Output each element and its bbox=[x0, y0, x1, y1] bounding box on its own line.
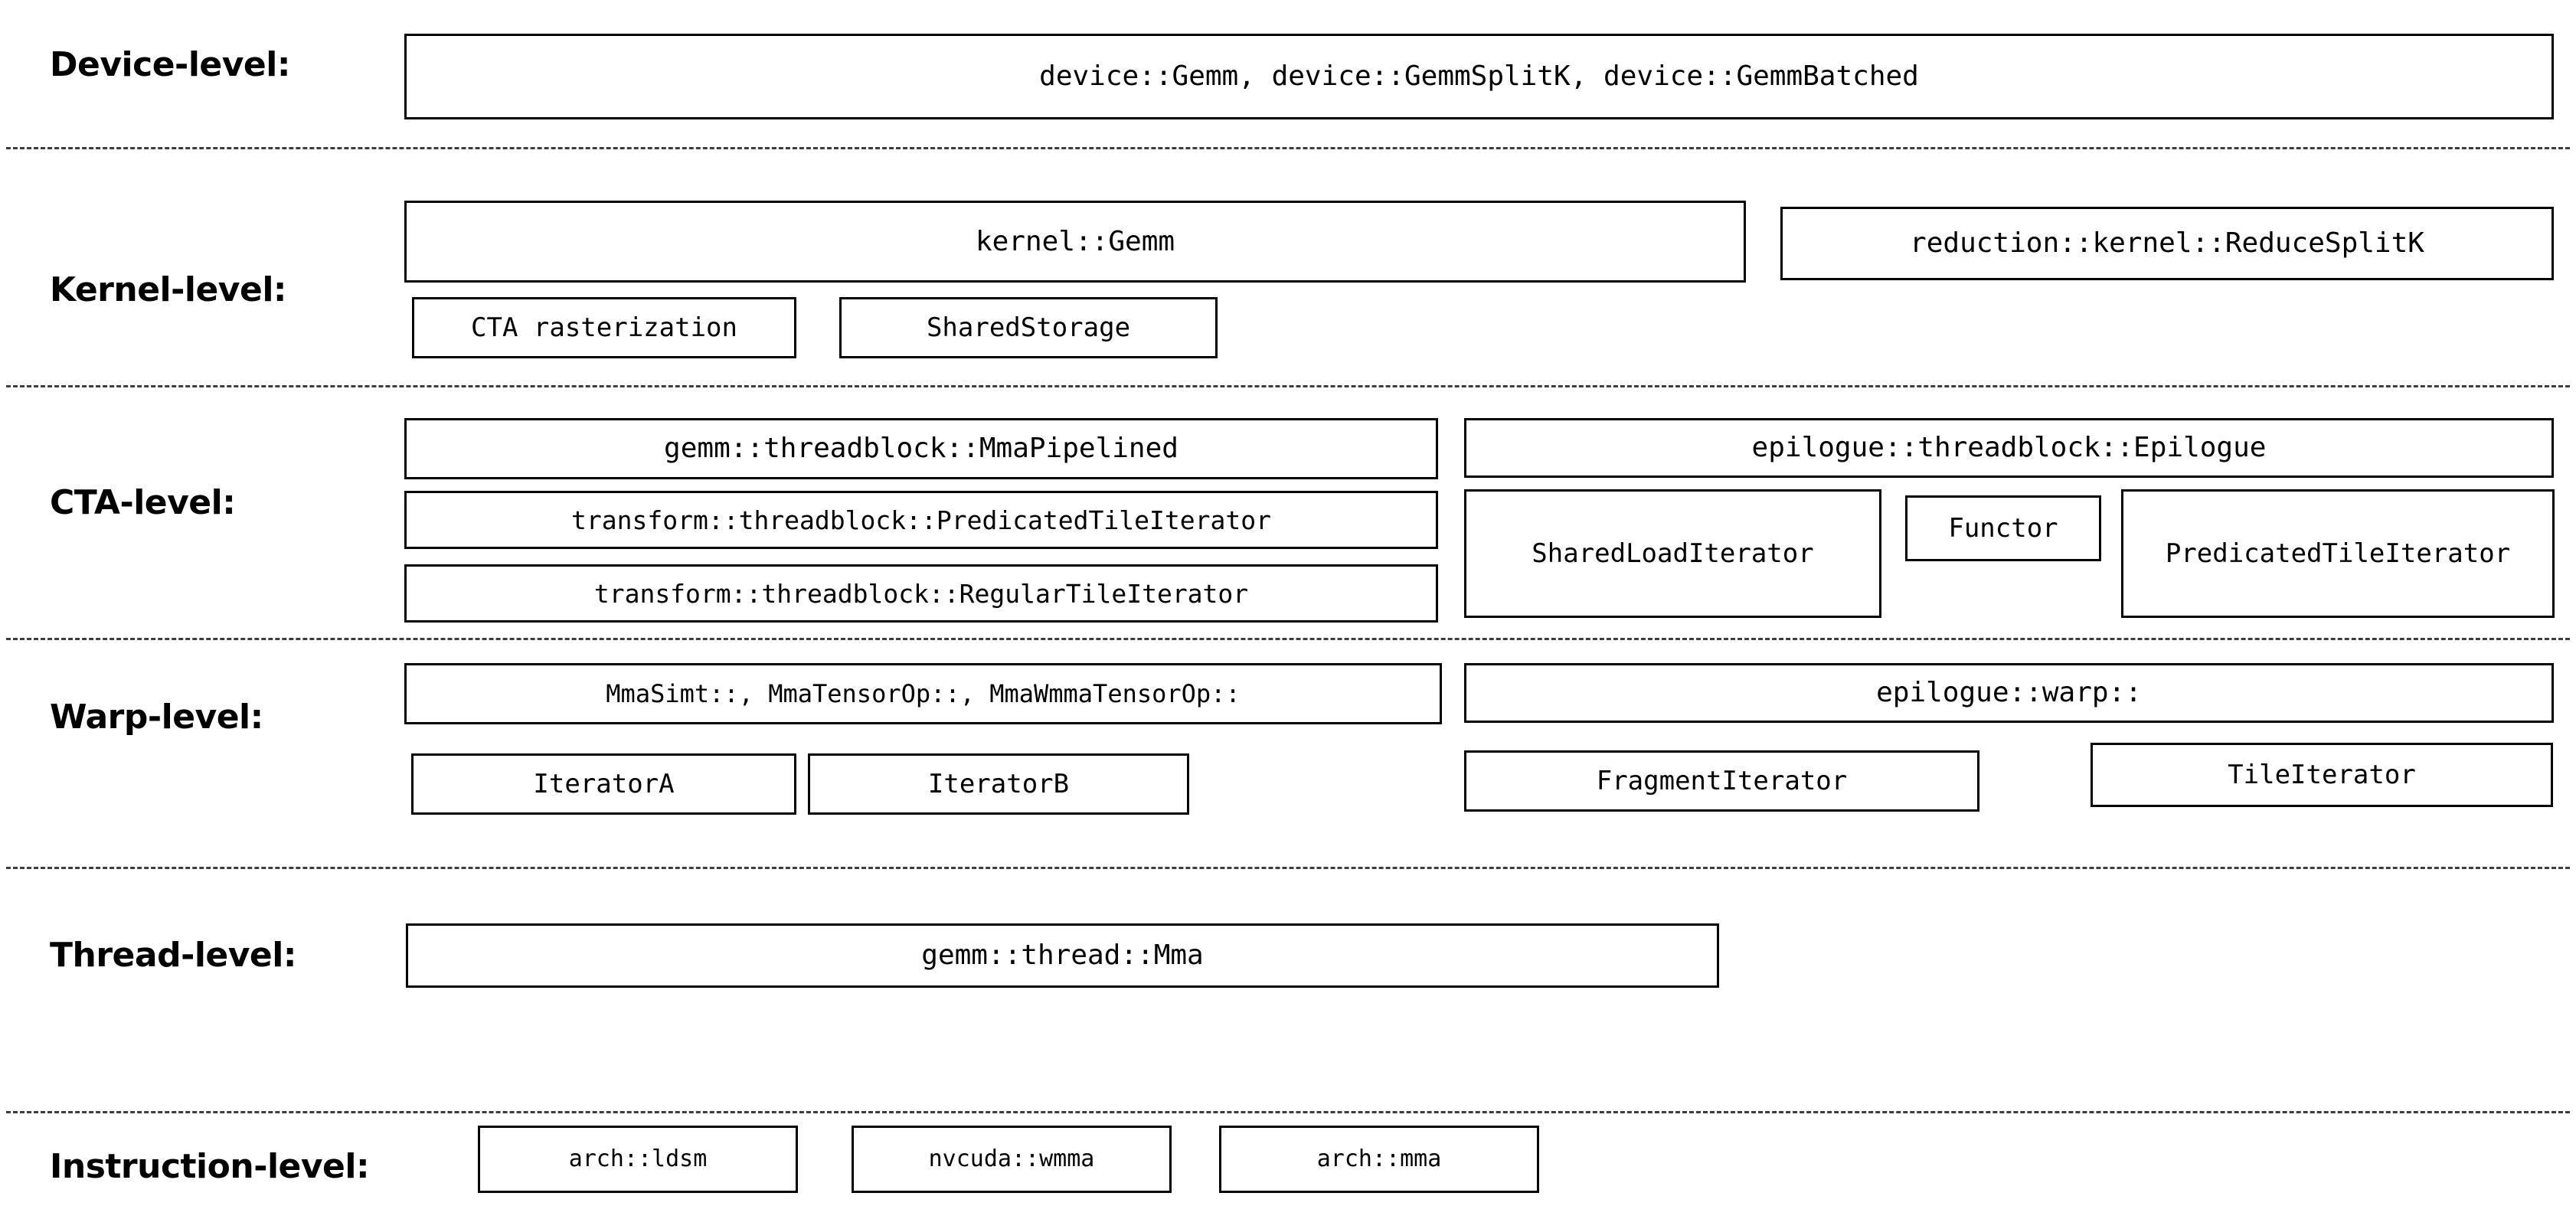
box-label: reduction::kernel::ReduceSplitK bbox=[1910, 227, 2424, 259]
box-iterator-b[interactable]: IteratorB bbox=[808, 753, 1189, 815]
box-label: transform::threadblock::RegularTileItera… bbox=[593, 578, 1249, 609]
divider-kernel-cta bbox=[6, 385, 2570, 387]
box-label: IteratorB bbox=[927, 769, 1070, 799]
box-kernel-gemm[interactable]: kernel::Gemm bbox=[404, 201, 1746, 283]
divider-thread-instruction bbox=[6, 1111, 2570, 1113]
box-nvcuda-wmma[interactable]: nvcuda::wmma bbox=[852, 1126, 1172, 1193]
box-epilogue-warp[interactable]: epilogue::warp:: bbox=[1464, 663, 2554, 723]
box-label: gemm::threadblock::MmaPipelined bbox=[664, 433, 1178, 464]
level-label-kernel: Kernel-level: bbox=[50, 270, 287, 309]
box-label: device::Gemm, device::GemmSplitK, device… bbox=[1039, 60, 1919, 92]
box-sharedstorage[interactable]: SharedStorage bbox=[839, 297, 1218, 358]
box-warp-mma-ops[interactable]: MmaSimt::, MmaTensorOp::, MmaWmmaTensorO… bbox=[404, 663, 1442, 724]
divider-warp-thread bbox=[6, 867, 2570, 869]
box-transform-threadblock-predicatedtileiterator[interactable]: transform::threadblock::PredicatedTileIt… bbox=[404, 491, 1438, 549]
box-arch-ldsm[interactable]: arch::ldsm bbox=[478, 1126, 798, 1193]
box-label: gemm::thread::Mma bbox=[921, 940, 1204, 971]
level-label-instruction: Instruction-level: bbox=[50, 1146, 370, 1186]
level-label-warp: Warp-level: bbox=[50, 697, 263, 737]
box-arch-mma[interactable]: arch::mma bbox=[1219, 1126, 1539, 1193]
box-label: arch::mma bbox=[1316, 1145, 1442, 1172]
box-epilogue-threadblock-epilogue[interactable]: epilogue::threadblock::Epilogue bbox=[1464, 418, 2554, 478]
box-fragmentiterator[interactable]: FragmentIterator bbox=[1464, 750, 1979, 812]
box-transform-threadblock-regulartileiterator[interactable]: transform::threadblock::RegularTileItera… bbox=[404, 564, 1438, 623]
level-label-thread: Thread-level: bbox=[50, 935, 296, 975]
divider-cta-warp bbox=[6, 638, 2570, 640]
box-gemm-threadblock-mmapipelined[interactable]: gemm::threadblock::MmaPipelined bbox=[404, 418, 1438, 479]
box-label: TileIterator bbox=[2228, 760, 2416, 790]
box-functor[interactable]: Functor bbox=[1905, 495, 2101, 561]
box-iterator-a[interactable]: IteratorA bbox=[411, 753, 796, 815]
box-label: IteratorA bbox=[533, 769, 675, 799]
box-label: SharedLoadIterator bbox=[1532, 538, 1814, 569]
box-label: nvcuda::wmma bbox=[928, 1145, 1095, 1172]
box-device-gemm[interactable]: device::Gemm, device::GemmSplitK, device… bbox=[404, 34, 2554, 119]
level-label-cta: CTA-level: bbox=[50, 482, 236, 522]
box-label: epilogue::threadblock::Epilogue bbox=[1751, 432, 2267, 463]
box-tileiterator[interactable]: TileIterator bbox=[2091, 743, 2553, 807]
box-gemm-thread-mma[interactable]: gemm::thread::Mma bbox=[406, 923, 1719, 988]
box-epilogue-predicatedtileiterator[interactable]: PredicatedTileIterator bbox=[2121, 489, 2555, 618]
box-label: SharedStorage bbox=[926, 312, 1131, 343]
box-label: arch::ldsm bbox=[568, 1145, 708, 1172]
box-sharedloaditerator[interactable]: SharedLoadIterator bbox=[1464, 489, 1881, 618]
level-label-device: Device-level: bbox=[50, 44, 290, 84]
box-label: kernel::Gemm bbox=[975, 225, 1175, 257]
box-label: Functor bbox=[1948, 513, 2058, 544]
box-reduction-kernel-reducesplitk[interactable]: reduction::kernel::ReduceSplitK bbox=[1780, 207, 2554, 280]
box-label: epilogue::warp:: bbox=[1876, 677, 2142, 708]
divider-device-kernel bbox=[6, 147, 2570, 149]
box-cta-rasterization[interactable]: CTA rasterization bbox=[412, 297, 796, 358]
box-label: PredicatedTileIterator bbox=[2165, 538, 2511, 569]
box-label: transform::threadblock::PredicatedTileIt… bbox=[571, 505, 1271, 535]
box-label: CTA rasterization bbox=[471, 312, 737, 343]
box-label: MmaSimt::, MmaTensorOp::, MmaWmmaTensorO… bbox=[606, 679, 1241, 708]
box-label: FragmentIterator bbox=[1596, 766, 1848, 796]
